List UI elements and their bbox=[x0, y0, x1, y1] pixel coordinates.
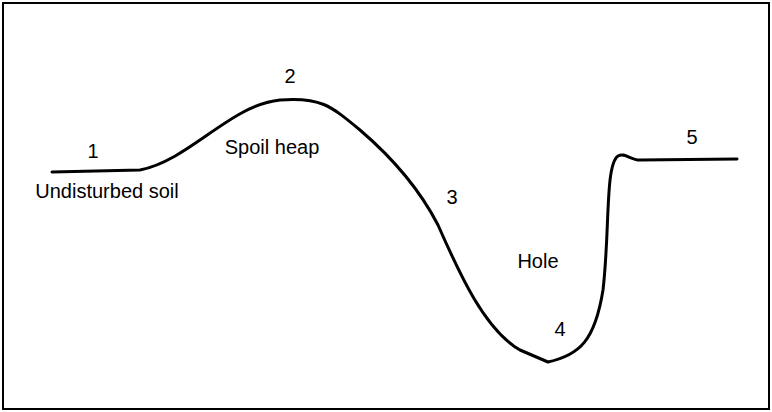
region-label: Undisturbed soil bbox=[32, 180, 182, 202]
region-label: Spoil heap bbox=[225, 136, 320, 158]
callout-number: 4 bbox=[554, 318, 565, 340]
callout-number: 5 bbox=[686, 126, 697, 148]
callout-number: 1 bbox=[87, 140, 98, 162]
callout-number: 3 bbox=[446, 186, 457, 208]
region-label: Hole bbox=[517, 250, 558, 272]
ground-profile-line bbox=[52, 99, 737, 362]
frame-border bbox=[3, 3, 769, 409]
callout-number: 2 bbox=[284, 65, 295, 87]
